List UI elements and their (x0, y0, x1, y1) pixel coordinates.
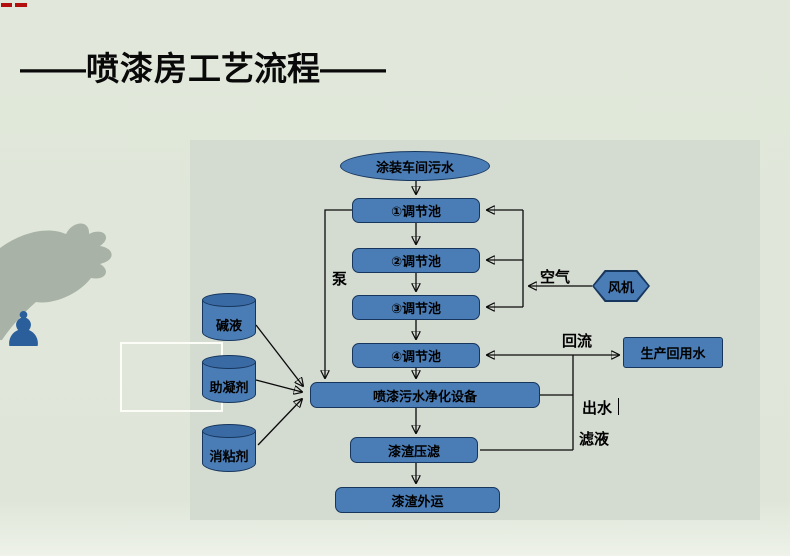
title-rest-text: 工艺流程 (188, 50, 320, 87)
title-dash-right: —— (320, 50, 386, 87)
label-outflow: 出水 (582, 400, 613, 417)
node-pool1-label: ①调节池 (390, 204, 441, 219)
node-alkali-label: 碱液 (215, 318, 242, 334)
chess-pawn-icon: ♟ (2, 302, 46, 358)
page-title: ——喷漆房工艺流程—— (20, 42, 386, 90)
node-source-label: 涂装车间污水 (375, 159, 454, 175)
node-transport-label: 漆渣外运 (391, 493, 444, 509)
node-pool2-label: ②调节池 (390, 254, 441, 269)
node-pool4: ④调节池 (352, 343, 480, 368)
node-coagulant-cylinder: 助凝剂 (202, 355, 256, 403)
diagram-panel: 涂装车间污水 ①调节池 ②调节池 ③调节池 ④调节池 喷漆污水净化设备 漆渣压滤… (190, 140, 760, 520)
node-purifier: 喷漆污水净化设备 (310, 382, 540, 408)
node-reuse-label: 生产回用水 (640, 346, 706, 361)
node-fan-label: 风机 (607, 279, 634, 295)
node-transport: 漆渣外运 (335, 487, 500, 513)
hand-silhouette-image (0, 223, 112, 340)
node-reuse: 生产回用水 (623, 337, 723, 368)
red-dash-mark (1, 3, 27, 7)
node-alkali-cylinder: 碱液 (202, 293, 256, 341)
node-fan: 风机 (592, 270, 650, 302)
node-purifier-label: 喷漆污水净化设备 (372, 388, 477, 404)
node-source: 涂装车间污水 (340, 151, 490, 181)
node-pool3-label: ③调节池 (390, 301, 441, 316)
node-antistick-label: 消粘剂 (209, 449, 249, 465)
node-press-label: 漆渣压滤 (387, 443, 440, 459)
node-pool2: ②调节池 (352, 248, 480, 273)
label-air: 空气 (540, 269, 571, 286)
title-dash-left: —— (20, 50, 86, 87)
node-press: 漆渣压滤 (350, 437, 478, 463)
node-coagulant-label: 助凝剂 (209, 380, 249, 396)
fan-hexagon-fill (594, 272, 648, 300)
title-bold-text: 喷漆房 (86, 50, 188, 87)
label-filtrate: 滤液 (579, 431, 610, 448)
flow-connectors (255, 181, 760, 520)
label-pump: 泵 (332, 271, 348, 288)
cylinder-top (202, 293, 256, 307)
node-pool3: ③调节池 (352, 295, 480, 320)
node-pool4-label: ④调节池 (390, 349, 441, 364)
label-reflux: 回流 (562, 333, 593, 350)
cylinder-top (202, 424, 256, 438)
text-cursor (618, 398, 619, 415)
node-antistick-cylinder: 消粘剂 (202, 424, 256, 472)
node-pool1: ①调节池 (352, 198, 480, 223)
cylinder-top (202, 355, 256, 369)
